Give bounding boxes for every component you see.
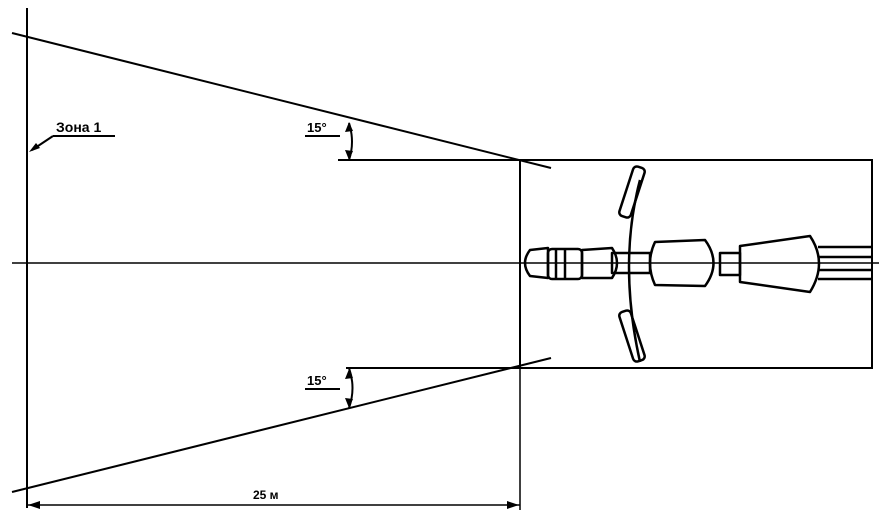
upper-arc-arrowhead-bottom (345, 150, 353, 160)
angle-top-label: 15° (307, 120, 327, 135)
lower-arc-arrowhead-top (345, 369, 353, 379)
zone-arrowhead (29, 143, 40, 152)
zone-label: Зона 1 (56, 119, 101, 135)
motorcycle-icon (523, 165, 872, 363)
tail-icon (818, 245, 872, 281)
lower-diagonal-line (11, 357, 552, 493)
distance-label: 25 м (253, 488, 279, 502)
dimension-right-arrowhead (507, 501, 519, 509)
lower-grip-icon (618, 309, 646, 363)
dimension-left-arrowhead (28, 501, 40, 509)
seat-joint-icon (718, 251, 742, 277)
angle-bottom-label: 15° (307, 373, 327, 388)
upper-grip-icon (618, 165, 646, 219)
tank-icon (648, 238, 715, 288)
upper-arc-arrowhead-top (345, 122, 353, 132)
headlight-icon (580, 246, 619, 280)
upper-diagonal-line (11, 32, 552, 169)
front-wheel-icon (523, 246, 550, 280)
vehicle-outline-box (519, 159, 873, 369)
lower-arc-arrowhead-bottom (345, 398, 353, 408)
seat-icon (738, 234, 821, 294)
